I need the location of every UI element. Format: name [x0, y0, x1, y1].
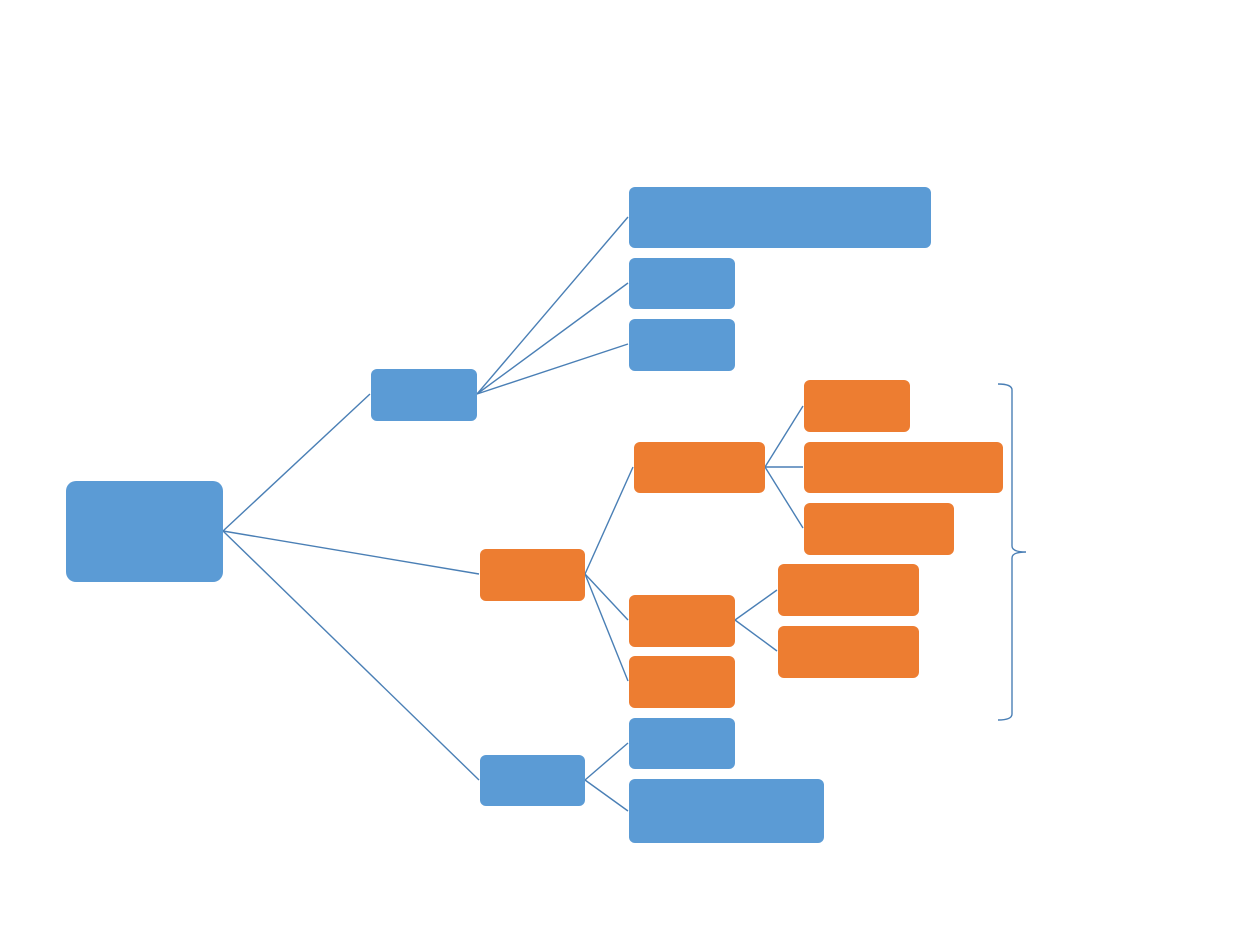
bottom-leaf-node-2[interactable]: [629, 779, 824, 843]
mid-child-node-1[interactable]: [634, 442, 765, 493]
connector-top-leaf-1: [476, 216, 629, 395]
branch-node-bottom[interactable]: [480, 755, 585, 806]
mid-child-2-leaf-node-2[interactable]: [778, 626, 919, 678]
connector-root-mid: [222, 530, 480, 575]
connector-bottom-leaf-2: [584, 779, 629, 812]
connector-top-leaf-3: [476, 343, 629, 395]
root-node[interactable]: [66, 481, 223, 582]
connector-mid-child-1: [584, 466, 634, 575]
bottom-leaf-node-1[interactable]: [629, 718, 735, 769]
mid-child-node-3[interactable]: [629, 656, 735, 708]
connector-mid-child-2: [584, 573, 629, 621]
connector-bottom-leaf-1: [584, 742, 629, 781]
mid-child-1-leaf-node-1[interactable]: [804, 380, 910, 432]
connector-root-top: [222, 393, 371, 532]
top-leaf-node-3[interactable]: [629, 319, 735, 371]
connector-mc1-leaf-3: [764, 466, 804, 529]
connector-root-bottom: [222, 530, 480, 781]
connector-mc2-leaf-2: [734, 619, 778, 652]
mid-child-2-leaf-node-1[interactable]: [778, 564, 919, 616]
brace-label: [1034, 540, 1184, 564]
connector-top-leaf-2: [476, 282, 629, 395]
mid-child-1-leaf-node-2[interactable]: [804, 442, 1003, 493]
mid-child-1-leaf-node-3[interactable]: [804, 503, 954, 555]
branch-node-mid[interactable]: [480, 549, 585, 601]
branch-node-top[interactable]: [371, 369, 477, 421]
top-leaf-node-1[interactable]: [629, 187, 931, 248]
connector-mc1-leaf-1: [764, 405, 804, 468]
mid-child-node-2[interactable]: [629, 595, 735, 647]
right-brace: [997, 383, 1027, 721]
connector-mc2-leaf-1: [734, 589, 778, 621]
top-leaf-node-2[interactable]: [629, 258, 735, 309]
connector-mid-child-3: [584, 573, 629, 682]
